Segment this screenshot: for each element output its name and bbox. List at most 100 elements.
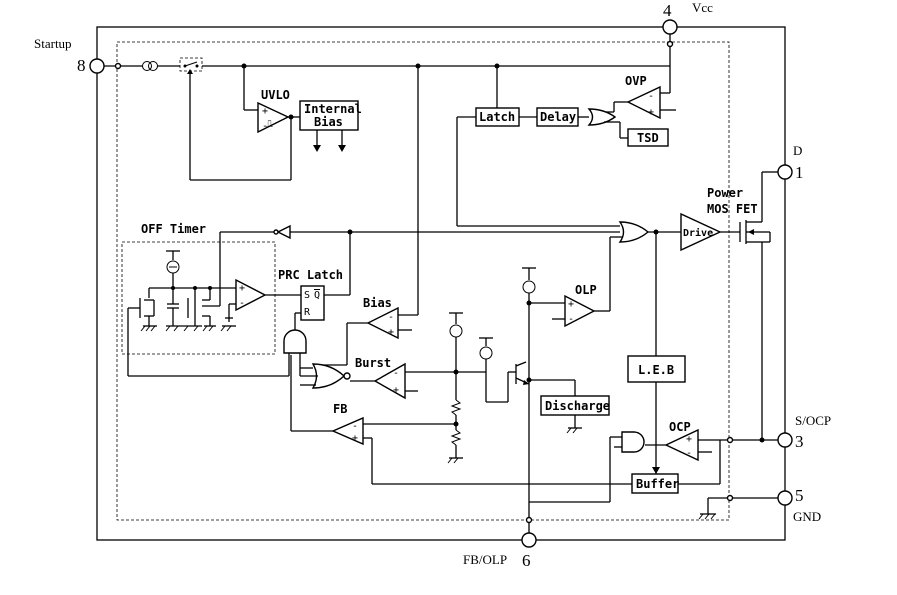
die-outline <box>116 41 730 521</box>
discharge-block: Discharge <box>540 395 610 434</box>
svg-text:+: + <box>352 433 358 444</box>
current-source-icon <box>449 324 463 338</box>
svg-text:-: - <box>686 448 692 459</box>
fb-comparator: - + FB <box>290 355 632 485</box>
pin-drain-name: D <box>793 143 802 158</box>
olp-comparator: + - OLP <box>529 236 622 328</box>
bias-output-arrow-icon <box>313 145 321 152</box>
pin-startup[interactable]: Startup 8 <box>34 36 105 75</box>
pin-startup-name: Startup <box>34 36 72 51</box>
svg-text:⎍: ⎍ <box>266 119 273 130</box>
olp-current-source-icon <box>522 280 536 294</box>
pin-fbolp[interactable]: FB/OLP 6 <box>463 532 537 570</box>
ovp-comparator: - + OVP <box>613 66 676 120</box>
uvlo-label: UVLO <box>261 88 290 102</box>
ground-icon <box>447 457 463 464</box>
prc-latch-r: R <box>304 307 311 318</box>
leb-block: L.E.B <box>627 232 686 474</box>
off-timer-block: OFF Timer + - <box>121 222 301 376</box>
or-gate-main <box>618 221 681 243</box>
buffer-label: Buffer <box>636 477 679 491</box>
resistor-icon <box>450 399 462 416</box>
internal-bias-label-2: Bias <box>314 115 343 129</box>
svg-text:-: - <box>262 121 268 132</box>
svg-text:+: + <box>388 327 394 338</box>
ovp-label: OVP <box>625 74 647 88</box>
gnd-connection <box>698 494 778 520</box>
bias-output-arrow-icon <box>338 145 346 152</box>
svg-text:-: - <box>568 314 574 325</box>
prc-latch-q: Q <box>314 290 320 301</box>
pin-gnd[interactable]: 5 GND <box>777 486 821 524</box>
bias-comparator: - + Bias <box>313 66 419 366</box>
ground-icon <box>202 325 216 332</box>
uvlo-comparator: + - ⎍ UVLO <box>190 66 300 181</box>
startup-current-source-icon <box>142 61 152 71</box>
startup-rail <box>104 34 674 180</box>
delay-block: Delay <box>519 107 579 127</box>
pin-drain-number: 1 <box>795 163 804 182</box>
drive-label: Drive <box>683 227 713 239</box>
drive-buffer: Drive <box>680 212 740 252</box>
power-mosfet-label-1: Power <box>707 186 743 200</box>
burst-reference-network <box>447 312 530 464</box>
prc-latch-label: PRC Latch <box>278 268 343 282</box>
svg-text:+: + <box>262 106 268 117</box>
svg-text:-: - <box>352 421 358 432</box>
svg-text:-: - <box>388 312 394 323</box>
latch-block: Latch <box>456 66 620 227</box>
off-feedback-line <box>219 224 620 306</box>
ground-icon <box>698 513 716 520</box>
power-mosfet-label-2: MOS FET <box>707 202 758 216</box>
pin-socp-number: 3 <box>795 432 804 451</box>
discharge-label: Discharge <box>545 399 610 413</box>
pin-fbolp-name: FB/OLP <box>463 552 507 567</box>
pin-fbolp-number: 6 <box>522 551 531 570</box>
svg-text:-: - <box>648 91 654 102</box>
svg-text:+: + <box>568 299 574 310</box>
current-source-icon <box>479 346 493 360</box>
tsd-block: TSD <box>627 128 669 147</box>
leb-label: L.E.B <box>638 363 674 377</box>
delay-label: Delay <box>540 110 576 124</box>
pin-vcc[interactable]: 4 Vcc <box>662 0 713 35</box>
latch-label: Latch <box>479 110 515 124</box>
ground-icon <box>140 325 157 332</box>
tsd-label: TSD <box>637 131 659 145</box>
buffer-block: Buffer <box>631 440 721 494</box>
ground-icon <box>566 427 582 434</box>
burst-comparator: - + Burst <box>350 356 486 400</box>
olp-label: OLP <box>575 283 597 297</box>
pin-socp-name: S/OCP <box>795 413 831 428</box>
fb-label: FB <box>333 402 347 416</box>
pin-gnd-name: GND <box>793 509 821 524</box>
svg-text:+: + <box>239 283 245 294</box>
internal-bias-block: Internal Bias <box>299 100 362 152</box>
prc-latch-s: S <box>304 290 310 301</box>
package-outline <box>96 26 786 541</box>
ocp-label: OCP <box>669 420 691 434</box>
svg-text:+: + <box>393 385 399 396</box>
ground-icon <box>165 325 202 332</box>
pin-startup-number: 8 <box>77 56 86 75</box>
internal-bias-label-1: Internal <box>304 102 362 116</box>
pin-vcc-name: Vcc <box>692 0 713 15</box>
resistor-icon <box>450 429 462 446</box>
ocp-comparator: + - OCP <box>645 420 778 462</box>
pin-socp[interactable]: S/OCP 3 <box>777 413 831 451</box>
power-mosfet: Power MOS FET <box>707 171 778 440</box>
ground-icon <box>220 325 236 332</box>
burst-nor-gate <box>299 363 351 389</box>
pin-vcc-number: 4 <box>663 1 672 20</box>
pin-gnd-number: 5 <box>795 486 804 505</box>
inverter-icon <box>276 224 291 240</box>
burst-label: Burst <box>355 356 391 370</box>
svg-text:-: - <box>393 368 399 379</box>
and-gate-timer <box>128 329 313 377</box>
prc-latch-block: PRC Latch S Q R <box>278 232 351 330</box>
svg-text:-: - <box>239 298 245 309</box>
pin-drain[interactable]: D 1 <box>777 143 804 182</box>
svg-text:+: + <box>648 107 654 118</box>
svg-text:+: + <box>686 434 692 445</box>
